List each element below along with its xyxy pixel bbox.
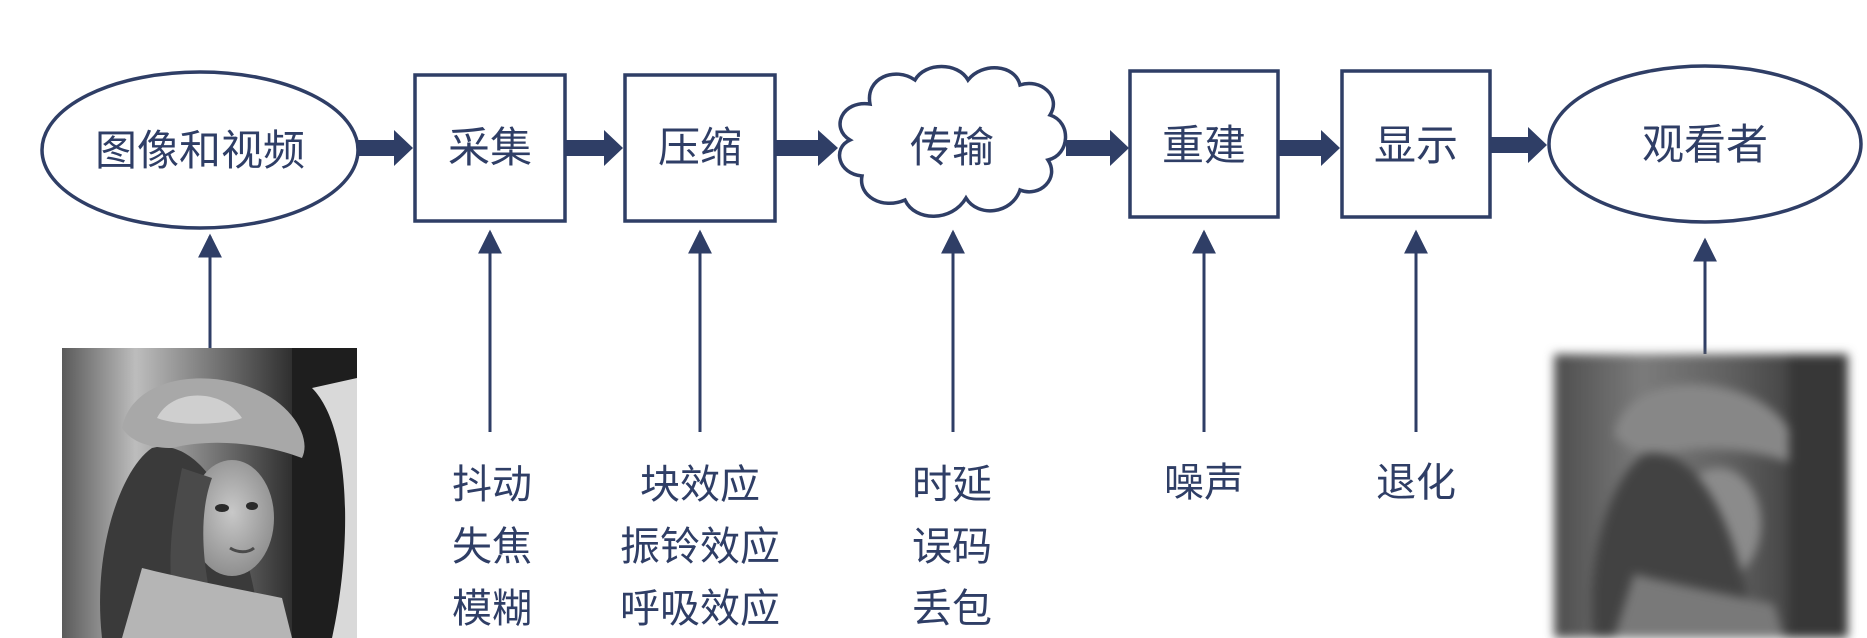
flow-arrow-source-capture (358, 130, 413, 166)
issue-label: 误码 (912, 524, 992, 570)
issue-label: 时延 (912, 462, 992, 508)
issues-compress: 块效应 振铃效应 呼吸效应 (620, 462, 780, 632)
issue-label: 呼吸效应 (620, 586, 780, 632)
node-transmit-cloud: 传输 (837, 64, 1068, 218)
node-capture: 采集 (413, 73, 567, 223)
influence-arrows (198, 229, 1717, 432)
node-viewer-label: 观看者 (1642, 120, 1768, 169)
node-transmit-label: 传输 (910, 123, 994, 172)
source-photo (62, 348, 357, 638)
grayscale-portrait-icon (1554, 354, 1848, 638)
issues-transmit: 时延 误码 丢包 (912, 462, 992, 632)
issue-label: 模糊 (452, 586, 532, 632)
node-reconstruct-label: 重建 (1162, 121, 1246, 170)
flow-arrow-reconstruct-display (1278, 130, 1340, 166)
issue-label: 丢包 (912, 586, 992, 632)
node-source: 图像和视频 (40, 70, 360, 230)
node-source-label: 图像和视频 (95, 126, 305, 175)
node-reconstruct: 重建 (1128, 69, 1280, 219)
node-display-label: 显示 (1374, 121, 1458, 170)
issues-reconstruct: 噪声 (1164, 460, 1244, 506)
node-compress: 压缩 (623, 73, 777, 223)
issue-label: 抖动 (452, 462, 532, 508)
grayscale-portrait-icon (62, 348, 357, 638)
node-compress-label: 压缩 (658, 123, 742, 172)
flow-arrow-transmit-reconstruct (1066, 130, 1129, 166)
issues-capture: 抖动 失焦 模糊 (452, 462, 532, 632)
node-capture-label: 采集 (448, 123, 532, 172)
viewer-photo (1554, 354, 1848, 638)
flow-arrows (358, 127, 1547, 166)
issues-display: 退化 (1376, 460, 1456, 506)
issue-label: 振铃效应 (620, 524, 780, 570)
issue-label: 块效应 (640, 462, 760, 508)
flow-arrow-capture-compress (565, 130, 623, 166)
issue-label: 退化 (1376, 460, 1456, 506)
flow-arrow-display-viewer (1490, 127, 1547, 163)
node-viewer: 观看者 (1547, 64, 1863, 224)
issue-label: 噪声 (1164, 460, 1244, 506)
issue-label: 失焦 (452, 524, 532, 570)
node-display: 显示 (1340, 69, 1492, 219)
flow-arrow-compress-transmit (775, 130, 838, 166)
